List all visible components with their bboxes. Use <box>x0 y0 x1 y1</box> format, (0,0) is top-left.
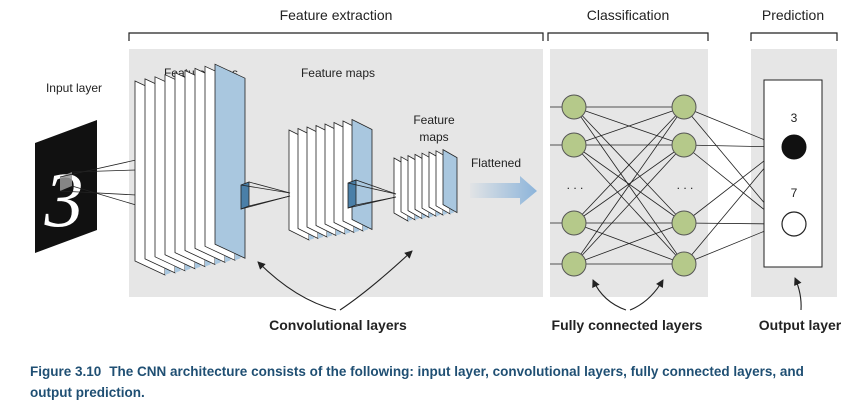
conv-stack-1-map-sheet <box>214 63 246 259</box>
section-title-feature-extraction: Feature extraction <box>280 7 393 23</box>
bracket-classification <box>547 32 709 41</box>
bracket-prediction <box>750 32 838 41</box>
conv-stack-1 <box>134 63 246 276</box>
fc-neuron <box>561 94 587 120</box>
fc-dots-right: . . . <box>677 178 694 192</box>
input-receptive-field <box>60 172 72 191</box>
fc-connections <box>550 106 783 265</box>
fc-neuron <box>671 251 697 277</box>
kernel-pyramid-2 <box>347 179 397 209</box>
feature-maps-label-3-line1: Feature <box>413 113 455 127</box>
output-label-3: 3 <box>791 111 798 125</box>
input-layer-label: Input layer <box>46 81 102 95</box>
output-label-7: 7 <box>791 186 798 200</box>
conv-stack-2 <box>288 118 373 241</box>
output-layer-box <box>763 79 823 268</box>
fc-connection-line <box>573 144 685 224</box>
section-title-classification: Classification <box>587 7 669 23</box>
output-neuron-7 <box>781 211 807 237</box>
conv-stack-2-map-sheet <box>351 118 373 231</box>
fc-neuron <box>561 210 587 236</box>
output-layer-arrow <box>794 277 802 311</box>
flattened-label: Flattened <box>471 156 521 170</box>
conv-stack-3 <box>393 148 458 222</box>
feature-maps-label-2: Feature maps <box>301 66 375 80</box>
section-title-prediction: Prediction <box>762 7 824 23</box>
fc-dots-left: . . . <box>567 178 584 192</box>
output-neuron-3 <box>781 134 807 160</box>
kernel-pyramid-1 <box>240 181 291 210</box>
input-to-conv-lines <box>59 159 137 206</box>
fc-connection-line <box>573 222 685 265</box>
conv-layers-label: Convolutional layers <box>269 317 407 333</box>
output-layer-label: Output layer <box>759 317 842 333</box>
caption-text: The CNN architecture consists of the fol… <box>30 364 804 400</box>
fc-layers-arrows <box>592 279 664 311</box>
fc-neuron <box>561 132 587 158</box>
fc-neurons <box>561 94 697 277</box>
fc-neuron <box>671 210 697 236</box>
feature-maps-label-3-line2: maps <box>419 130 448 144</box>
flattened-arrow <box>470 176 537 205</box>
input-digit: 3 <box>44 156 84 243</box>
fc-neuron <box>561 251 587 277</box>
fc-layers-label: Fully connected layers <box>552 317 703 333</box>
conv-layers-arrows <box>257 250 413 311</box>
fc-neuron <box>671 94 697 120</box>
fc-neuron <box>671 132 697 158</box>
conv-stack-3-map-sheet <box>442 148 458 214</box>
fc-connection-line <box>573 144 685 265</box>
fc-connection-line <box>573 106 685 265</box>
bracket-feature-extraction <box>128 32 544 41</box>
fc-connection-line <box>573 106 685 146</box>
fc-connection-line <box>573 106 685 224</box>
caption-label: Figure 3.10 <box>30 364 102 379</box>
